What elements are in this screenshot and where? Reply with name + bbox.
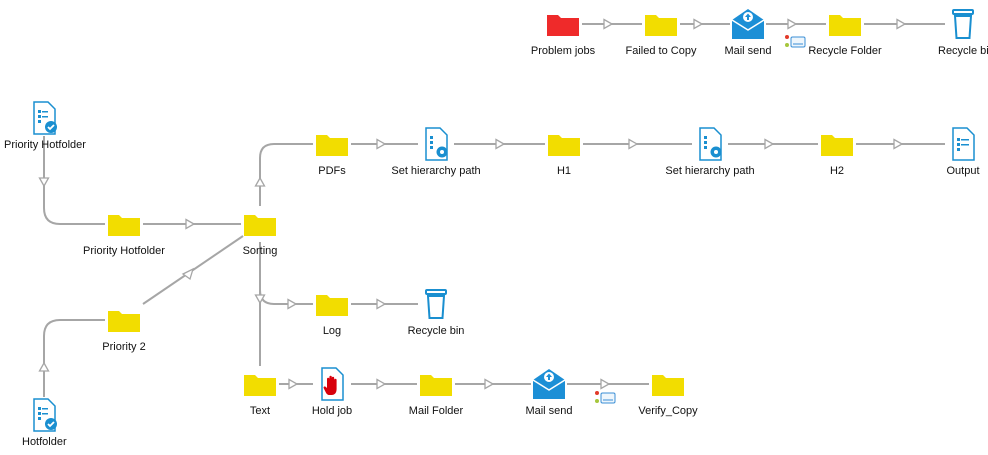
node-label: H2 xyxy=(829,165,845,177)
folder-icon[interactable] xyxy=(827,6,863,42)
folder-icon[interactable] xyxy=(106,302,142,338)
connection-arrow-icon xyxy=(254,176,266,187)
recycle-bin-icon[interactable] xyxy=(418,286,454,322)
node-label: Problem jobs xyxy=(530,45,596,57)
node-label: Log xyxy=(322,325,342,337)
device-icon xyxy=(600,392,616,404)
connection-arrow-icon xyxy=(764,138,775,150)
connection[interactable] xyxy=(43,136,105,225)
node-label: Priority Hotfolder xyxy=(4,139,86,151)
node-label: Text xyxy=(249,405,271,417)
folder-icon[interactable] xyxy=(546,126,582,162)
ok-dot-icon xyxy=(785,43,789,47)
folder-icon[interactable] xyxy=(242,366,278,402)
connection-arrow-icon xyxy=(628,138,639,150)
hierarchy-icon[interactable] xyxy=(418,126,454,162)
folder-icon[interactable] xyxy=(314,126,350,162)
node-label: Hold job xyxy=(311,405,353,417)
folder-icon[interactable] xyxy=(643,6,679,42)
ok-dot-icon xyxy=(595,399,599,403)
connection-arrow-icon xyxy=(893,138,904,150)
connection-arrow-icon xyxy=(693,18,704,30)
node-label: H1 xyxy=(556,165,572,177)
connection-arrow-icon xyxy=(603,18,614,30)
connection-arrow-icon xyxy=(185,218,196,230)
connection-arrow-icon xyxy=(38,177,50,188)
hotfolder-icon[interactable] xyxy=(26,397,62,433)
node-label: Mail Folder xyxy=(408,405,464,417)
node-label: Set hierarchy path xyxy=(665,165,755,177)
node-label: Recycle Folder xyxy=(808,45,882,57)
node-label: Mail send xyxy=(724,45,772,57)
node-label: Priority Hotfolder xyxy=(83,245,165,257)
folder-icon[interactable] xyxy=(819,126,855,162)
folder-red-icon[interactable] xyxy=(545,6,581,42)
node-label: Output xyxy=(946,165,980,177)
node-label: Sorting xyxy=(242,245,278,257)
hierarchy-icon[interactable] xyxy=(692,126,728,162)
connection-arrow-icon xyxy=(288,378,299,390)
mail-send-icon[interactable] xyxy=(531,366,567,402)
node-label: Mail send xyxy=(525,405,573,417)
node-label: Failed to Copy xyxy=(625,45,697,57)
recycle-bin-icon[interactable] xyxy=(945,6,981,42)
connection-arrow-icon xyxy=(495,138,506,150)
folder-icon[interactable] xyxy=(418,366,454,402)
hotfolder-icon[interactable] xyxy=(26,100,62,136)
node-label: Recycle bin xyxy=(407,325,465,337)
connection[interactable] xyxy=(259,143,313,206)
mail-send-icon[interactable] xyxy=(730,6,766,42)
device-icon xyxy=(790,36,806,48)
node-label: Priority 2 xyxy=(102,341,146,353)
connection-arrow-icon xyxy=(484,378,495,390)
output-icon[interactable] xyxy=(945,126,981,162)
connection-arrow-icon xyxy=(287,298,298,310)
error-dot-icon xyxy=(595,391,599,395)
connection-arrow-icon xyxy=(181,267,195,281)
node-label: Hotfolder xyxy=(22,436,67,448)
folder-icon[interactable] xyxy=(242,206,278,242)
node-label: Set hierarchy path xyxy=(391,165,481,177)
connection-arrow-icon xyxy=(38,361,50,372)
connection-arrow-icon xyxy=(896,18,907,30)
connection[interactable] xyxy=(43,319,105,397)
connection-arrow-icon xyxy=(376,298,387,310)
connection-arrow-icon xyxy=(787,18,798,30)
connection-arrow-icon xyxy=(600,378,611,390)
connection-arrow-icon xyxy=(376,378,387,390)
folder-icon[interactable] xyxy=(106,206,142,242)
connection-arrow-icon xyxy=(254,294,266,305)
node-label: PDFs xyxy=(318,165,346,177)
hold-job-icon[interactable] xyxy=(314,366,350,402)
node-label: Recycle bin xyxy=(938,45,988,57)
node-label: Verify_Copy xyxy=(638,405,698,417)
error-dot-icon xyxy=(785,35,789,39)
connection-arrow-icon xyxy=(376,138,387,150)
folder-icon[interactable] xyxy=(650,366,686,402)
folder-icon[interactable] xyxy=(314,286,350,322)
